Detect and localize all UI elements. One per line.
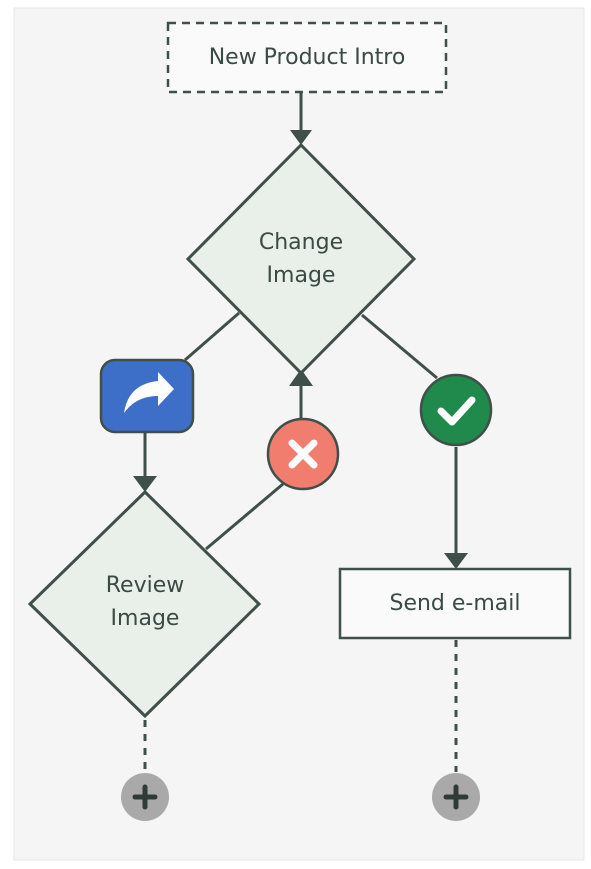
send-email-label: Send e-mail — [340, 587, 570, 620]
change-image-diamond[interactable] — [185, 142, 417, 376]
arrowhead-into-change-image — [290, 130, 312, 145]
connector-change-to-forward — [184, 311, 240, 362]
start-node-box[interactable] — [166, 21, 448, 94]
review-image-diamond[interactable] — [27, 489, 262, 719]
plus-icon — [132, 784, 158, 810]
add-step-button-send[interactable] — [432, 773, 480, 821]
reject-button[interactable] — [266, 417, 340, 491]
review-image-line-1: Review — [105, 573, 185, 598]
connector-change-to-approve — [361, 313, 438, 380]
change-image-line-1: Change — [258, 230, 344, 255]
add-step-button-review[interactable] — [121, 773, 169, 821]
send-email-text: Send e-mail — [389, 591, 521, 616]
change-image-line-2: Image — [266, 263, 336, 288]
plus-icon — [443, 784, 469, 810]
start-node-label: New Product Intro — [168, 41, 446, 74]
review-image-line-2: Image — [110, 606, 180, 631]
send-email-box[interactable] — [338, 567, 572, 640]
check-icon — [437, 396, 476, 426]
start-node-text: New Product Intro — [208, 45, 406, 70]
x-icon — [288, 439, 318, 469]
arrowhead-into-review-image — [133, 476, 157, 492]
approve-button[interactable] — [419, 373, 493, 447]
arrowhead-into-send-email — [444, 553, 468, 569]
forward-button[interactable] — [99, 358, 195, 434]
share-arrow-icon — [124, 372, 174, 413]
change-image-label: Change Image — [201, 226, 401, 292]
connector-review-to-reject — [205, 482, 284, 551]
review-image-label: Review Image — [45, 569, 245, 635]
arrowhead-reject-into-change — [289, 369, 313, 386]
